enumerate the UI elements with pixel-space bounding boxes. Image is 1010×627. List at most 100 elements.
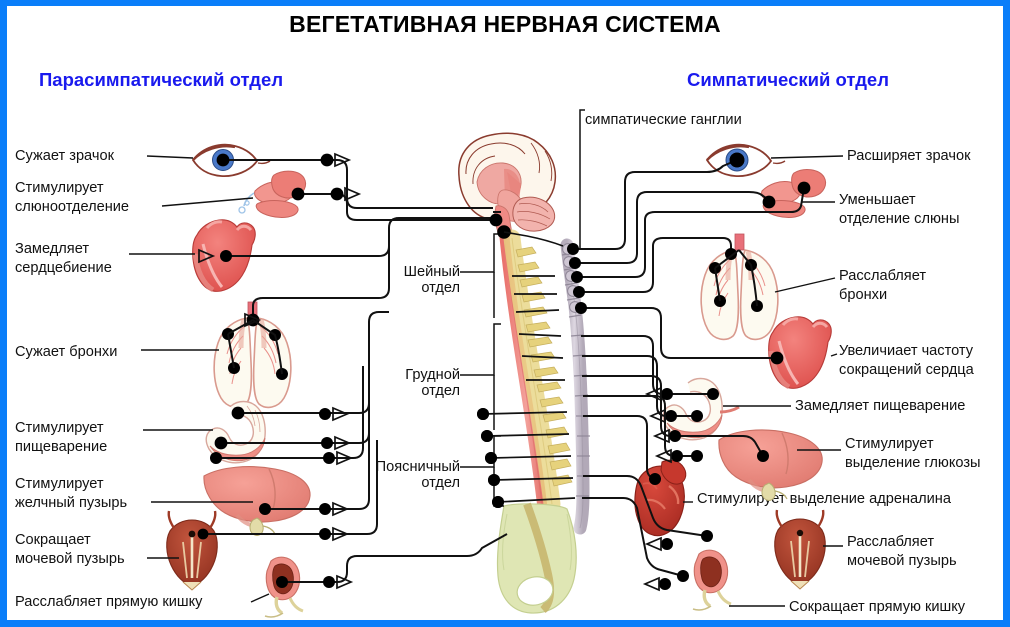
vertebral-column: [503, 229, 573, 513]
ganglion-dot: [319, 528, 331, 540]
leader-rectum: [250, 593, 270, 603]
ganglion-dot: [214, 436, 228, 450]
nerve-salivary-right-1: [575, 191, 770, 264]
ganglion-dot: [231, 406, 245, 420]
nerve-lungs-right: [579, 237, 732, 293]
ganglion-dot: [323, 452, 335, 464]
ganglion-dot: [762, 195, 776, 209]
nerve-rectum-right: [582, 497, 684, 577]
arrowhead: [334, 152, 352, 168]
arrowhead: [642, 576, 660, 592]
ganglion-dot: [571, 271, 583, 283]
nerve-lungs: [252, 238, 390, 318]
ganglion-dot: [320, 153, 334, 167]
nerve-bladder-right: [583, 475, 708, 537]
arrowhead: [344, 186, 362, 202]
nerve-eye-right: [573, 159, 738, 250]
ganglion-dot: [291, 187, 305, 201]
bladder-organ-right: [774, 509, 826, 590]
label-thoracic-line1: Грудной: [405, 367, 460, 383]
arrowhead: [336, 450, 354, 466]
rami-communicantes: [482, 275, 576, 503]
leader-lungs-right: [774, 277, 836, 293]
arrowhead: [334, 435, 352, 451]
ganglion-dot: [321, 437, 333, 449]
central-nervous-system: [458, 132, 590, 614]
label-lumbar-line2: отдел: [421, 475, 460, 491]
para-label-0-line1: Сужает зрачок: [15, 148, 114, 164]
ganglion-dot: [573, 286, 585, 298]
lungs-organ-right: [700, 233, 779, 341]
arrowhead: [336, 574, 354, 590]
arrowhead: [332, 501, 350, 517]
ganglion-dot: [330, 187, 344, 201]
symp-label-4-line1: Замедляет пищеварение: [795, 398, 966, 414]
ganglion-dot: [649, 473, 661, 485]
ganglion-dot: [210, 452, 222, 464]
nerve-salivary-right-2: [577, 187, 805, 278]
ganglion-dot: [485, 452, 497, 464]
page-title: ВЕГЕТАТИВНАЯ НЕРВНАЯ СИСТЕМА: [289, 11, 721, 37]
ganglion-dot: [729, 152, 745, 168]
para-label-1-line1: Стимулирует: [15, 180, 104, 196]
para-label-4-line1: Стимулирует: [15, 420, 104, 436]
parasympathetic-leaders: [129, 155, 270, 603]
ganglion-dot: [567, 243, 579, 255]
arrowhead: [198, 248, 216, 264]
symp-label-1-line2: отделение слюны: [839, 211, 960, 227]
symp-label-7-line2: мочевой пузырь: [847, 553, 957, 569]
ganglion-dot: [220, 250, 232, 262]
adrenal-gland-organ: [634, 459, 687, 537]
para-label-3-line1: Сужает бронхи: [15, 344, 118, 360]
leader-eye: [146, 155, 194, 159]
ganglion-dot: [725, 248, 737, 260]
nerve-heart-right: [581, 307, 775, 359]
ganglion-dot: [569, 257, 581, 269]
leader-eye-right: [770, 155, 844, 159]
ganglion-dot: [489, 213, 503, 227]
nerve-stomach-right-1: [581, 335, 713, 395]
nerve-bladder: [203, 440, 378, 535]
arrowhead: [654, 448, 672, 464]
ganglion-dot: [661, 538, 673, 550]
symp-label-2-line2: бронхи: [839, 287, 888, 303]
label-lumbar-line1: Поясничный: [375, 459, 460, 475]
ganglion-dot: [259, 503, 271, 515]
nerve-stomach-right-2: [582, 355, 697, 417]
symp-label-2-line1: Расслабляет: [839, 268, 927, 284]
ganglion-dot: [492, 496, 504, 508]
arrowhead: [332, 406, 350, 422]
symp-label-5-line2: выделение глюкозы: [845, 455, 981, 471]
arrowhead: [644, 386, 662, 402]
ganglion-dot: [691, 410, 703, 422]
label-thoracic-line2: отдел: [421, 383, 460, 399]
ganglion-dot: [665, 410, 677, 422]
sympathetic-leaders: [683, 155, 844, 607]
anatomy-graphics: [129, 109, 844, 618]
symp-label-3-line2: сокращений сердца: [839, 362, 974, 378]
arrowhead: [332, 526, 350, 542]
para-label-4-line2: пищеварение: [15, 439, 108, 455]
para-label-6-line2: мочевой пузырь: [15, 551, 125, 567]
arrowhead: [644, 536, 662, 552]
label-cervical-line1: Шейный: [403, 264, 460, 280]
ganglion-dot: [691, 450, 703, 462]
nerve-heart: [226, 217, 493, 257]
heading-sympathetic: Симпатический отдел: [687, 69, 889, 90]
heart-organ-right: [768, 316, 832, 390]
arrowhead: [244, 312, 262, 328]
symp-label-1-line1: Уменьшает: [839, 192, 916, 208]
nerve-gallbladder: [265, 402, 370, 510]
para-label-5-line1: Стимулирует: [15, 476, 104, 492]
bracket-thoracic: [460, 323, 501, 376]
ganglion-dot: [319, 503, 331, 515]
ganglion-dot: [770, 351, 784, 365]
para-label-1-line2: слюноотделение: [15, 199, 130, 215]
symp-label-8-line1: Сокращает прямую кишку: [789, 599, 966, 615]
sympathetic-nerve-paths: [503, 159, 805, 577]
liver-organ-right: [718, 429, 823, 501]
ganglion-dot: [197, 528, 209, 540]
symp-label-0-line1: Расширяет зрачок: [847, 148, 971, 164]
label-cervical-line2: отдел: [421, 280, 460, 296]
